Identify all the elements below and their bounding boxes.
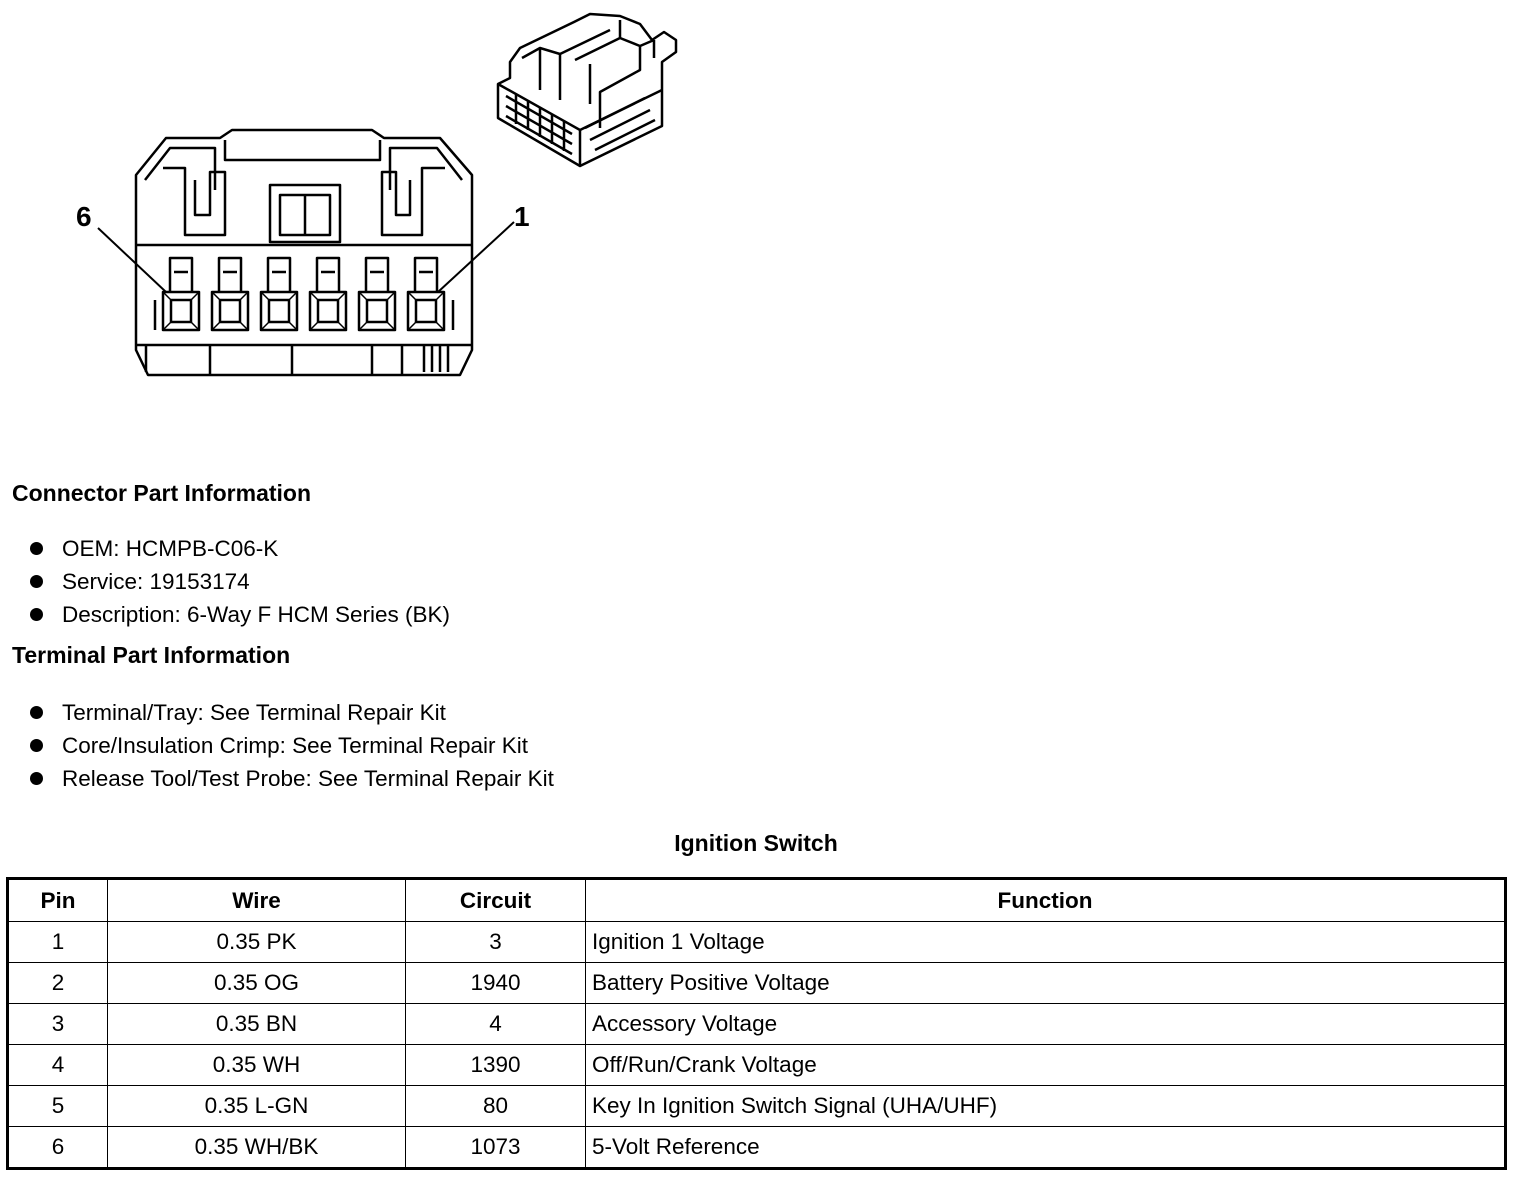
bullet-icon — [30, 772, 43, 785]
column-header-circuit: Circuit — [405, 878, 586, 922]
terminal-cavity — [161, 256, 201, 332]
terminal-cavity — [406, 256, 446, 332]
list-item: Terminal/Tray: See Terminal Repair Kit — [28, 696, 554, 729]
terminal-cavity — [308, 256, 348, 332]
pin-callouts — [97, 221, 515, 293]
wire-cell: 0.35 PK — [107, 921, 406, 963]
table-row: 4 0.35 WH 1390 Off/Run/Crank Voltage — [7, 1044, 1506, 1086]
pin-cell: 4 — [7, 1044, 108, 1086]
circuit-cell: 1390 — [405, 1044, 586, 1086]
function-cell: 5-Volt Reference — [585, 1126, 1506, 1169]
pin-cell: 6 — [7, 1126, 108, 1169]
circuit-cell: 4 — [405, 1003, 586, 1045]
terminal-cavity — [259, 256, 299, 332]
list-item-text: Service: 19153174 — [62, 569, 250, 594]
pin-cell: 3 — [7, 1003, 108, 1045]
bullet-icon — [30, 706, 43, 719]
table-row: 5 0.35 L-GN 80 Key In Ignition Switch Si… — [7, 1085, 1506, 1127]
terminal-cavity — [357, 256, 397, 332]
list-item-text: Description: 6-Way F HCM Series (BK) — [62, 602, 450, 627]
table-row: 6 0.35 WH/BK 1073 5-Volt Reference — [7, 1126, 1506, 1169]
table-header-row: Pin Wire Circuit Function — [7, 878, 1506, 922]
pinout-table: Pin Wire Circuit Function 1 0.35 PK 3 Ig… — [6, 877, 1507, 1170]
list-item: Description: 6-Way F HCM Series (BK) — [28, 598, 450, 631]
cavity-group — [161, 256, 446, 332]
connector-front-view — [134, 128, 474, 377]
connector-diagram: 6 1 — [76, 12, 678, 377]
wire-cell: 0.35 WH — [107, 1044, 406, 1086]
function-cell: Accessory Voltage — [585, 1003, 1506, 1045]
pin-1-leader-line — [437, 221, 515, 293]
terminal-cavity — [210, 256, 250, 332]
column-header-wire: Wire — [107, 878, 406, 922]
terminal-info-heading: Terminal Part Information — [12, 642, 291, 668]
bullet-icon — [30, 739, 43, 752]
connector-isometric-view — [496, 12, 678, 168]
wire-cell: 0.35 WH/BK — [107, 1126, 406, 1169]
circuit-cell: 80 — [405, 1085, 586, 1127]
bullet-icon — [30, 575, 43, 588]
table-row: 1 0.35 PK 3 Ignition 1 Voltage — [7, 921, 1506, 963]
pin-cell: 2 — [7, 962, 108, 1004]
function-cell: Ignition 1 Voltage — [585, 921, 1506, 963]
circuit-cell: 1940 — [405, 962, 586, 1004]
table-row: 3 0.35 BN 4 Accessory Voltage — [7, 1003, 1506, 1045]
function-cell: Key In Ignition Switch Signal (UHA/UHF) — [585, 1085, 1506, 1127]
wire-cell: 0.35 BN — [107, 1003, 406, 1045]
list-item-text: Release Tool/Test Probe: See Terminal Re… — [62, 766, 554, 791]
wire-cell: 0.35 OG — [107, 962, 406, 1004]
wire-cell: 0.35 L-GN — [107, 1085, 406, 1127]
table-title: Ignition Switch — [674, 830, 838, 856]
pin-cell: 5 — [7, 1085, 108, 1127]
list-item-text: Terminal/Tray: See Terminal Repair Kit — [62, 700, 446, 725]
connector-info-heading: Connector Part Information — [12, 480, 312, 506]
pin-6-label: 6 — [76, 201, 92, 232]
pin-6-leader-line — [97, 227, 167, 293]
list-item: OEM: HCMPB-C06-K — [28, 532, 450, 565]
list-item: Service: 19153174 — [28, 565, 450, 598]
list-item-text: Core/Insulation Crimp: See Terminal Repa… — [62, 733, 529, 758]
list-item: Core/Insulation Crimp: See Terminal Repa… — [28, 729, 554, 762]
bullet-icon — [30, 542, 43, 555]
column-header-pin: Pin — [7, 878, 108, 922]
function-cell: Battery Positive Voltage — [585, 962, 1506, 1004]
pin-cell: 1 — [7, 921, 108, 963]
bullet-icon — [30, 608, 43, 621]
circuit-cell: 1073 — [405, 1126, 586, 1169]
circuit-cell: 3 — [405, 921, 586, 963]
list-item: Release Tool/Test Probe: See Terminal Re… — [28, 762, 554, 795]
column-header-function: Function — [585, 878, 1506, 922]
list-item-text: OEM: HCMPB-C06-K — [62, 536, 279, 561]
table-row: 2 0.35 OG 1940 Battery Positive Voltage — [7, 962, 1506, 1004]
pin-1-label: 1 — [514, 201, 530, 232]
function-cell: Off/Run/Crank Voltage — [585, 1044, 1506, 1086]
terminal-info-list: Terminal/Tray: See Terminal Repair Kit C… — [28, 696, 554, 795]
connector-info-list: OEM: HCMPB-C06-K Service: 19153174 Descr… — [28, 532, 450, 631]
